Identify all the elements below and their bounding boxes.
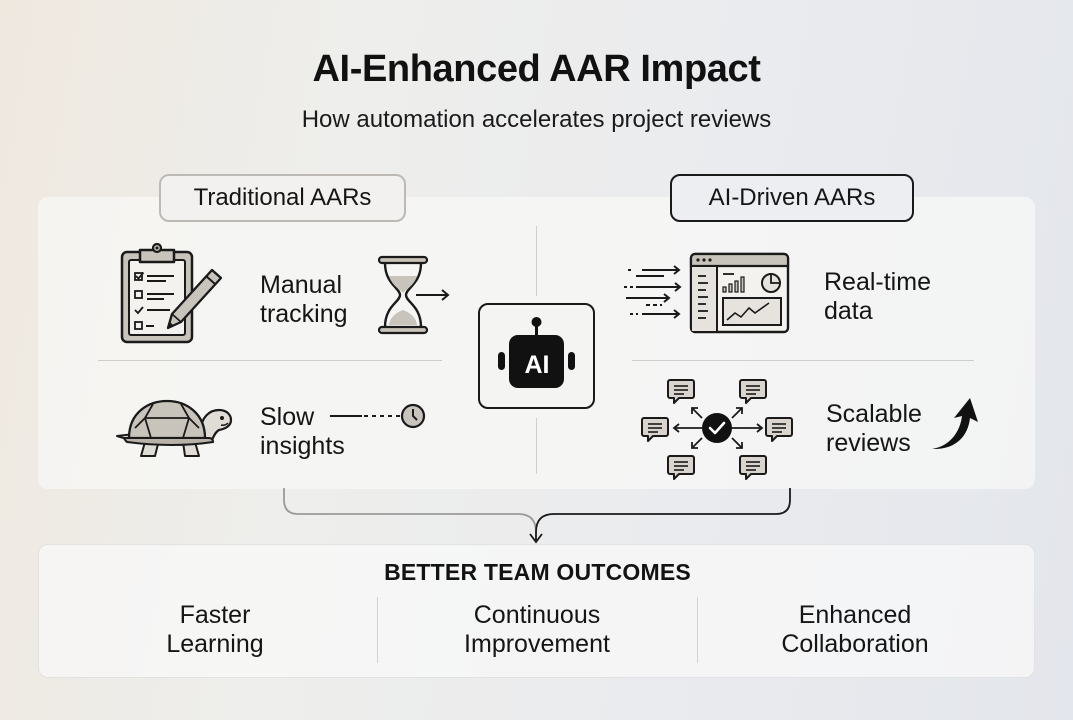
real-time-data-label: Real-time data: [824, 268, 931, 325]
manual-tracking-label: Manual tracking: [260, 271, 348, 328]
outcome-divider: [697, 597, 698, 663]
outcome-faster-learning: Faster Learning: [166, 601, 264, 658]
ai-row-divider: [632, 360, 974, 361]
hourglass-arrow-icon: [377, 255, 450, 335]
curved-up-arrow-icon: [932, 398, 978, 450]
center-divider-bottom: [536, 418, 537, 474]
dashed-line-clock-icon: [330, 403, 426, 429]
center-divider-top: [536, 226, 537, 296]
traditional-aars-label: Traditional AARs: [193, 184, 372, 211]
turtle-icon: [116, 399, 233, 457]
better-team-outcomes-panel: BETTER TEAM OUTCOMES Faster Learning Con…: [38, 544, 1035, 678]
ai-robot-icon: [498, 317, 575, 388]
ai-driven-aars-heading: AI-Driven AARs: [670, 174, 914, 222]
traditional-row-divider: [98, 360, 442, 361]
traditional-aars-heading: Traditional AARs: [159, 174, 406, 222]
merge-connector-arrow: [283, 488, 791, 544]
page-subtitle: How automation accelerates project revie…: [301, 106, 772, 133]
outcome-continuous-improvement: Continuous Improvement: [464, 601, 610, 658]
clipboard-checklist-icon: [120, 242, 223, 344]
ai-core-label: AI: [524, 351, 550, 379]
scalable-reviews-label: Scalable reviews: [826, 400, 922, 457]
outcomes-title: BETTER TEAM OUTCOMES: [384, 559, 691, 585]
dashboard-stream-icon: [624, 252, 790, 334]
ai-core-box: AI: [478, 303, 595, 409]
ai-driven-aars-label: AI-Driven AARs: [708, 184, 876, 211]
outcome-enhanced-collaboration: Enhanced Collaboration: [781, 601, 929, 658]
slow-insights-label: Slow insights: [260, 403, 345, 460]
outcome-divider: [377, 597, 378, 663]
network-feedback-icon: [641, 379, 793, 480]
page-title: AI-Enhanced AAR Impact: [312, 48, 761, 90]
